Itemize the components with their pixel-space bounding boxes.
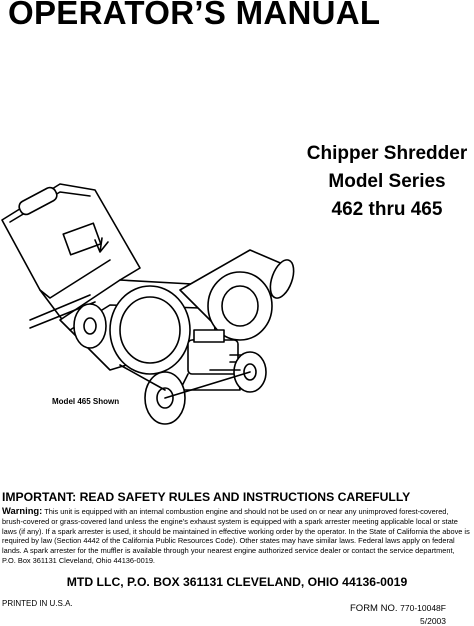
model-series-label: Model Series	[328, 171, 446, 192]
product-heading: Chipper Shredder Model Series 462 thru 4…	[300, 140, 474, 224]
warning-paragraph: Warning: This unit is equipped with an i…	[2, 506, 470, 566]
publication-date: 5/2003	[420, 616, 446, 626]
model-range: 462 thru 465	[331, 199, 443, 220]
form-number-label: FORM NO.	[350, 603, 398, 614]
manual-title: OPERATOR’S MANUAL	[8, 0, 381, 31]
company-address: MTD LLC, P.O. BOX 361131 CLEVELAND, OHIO…	[66, 575, 408, 589]
printed-in-label: PRINTED IN U.S.A.	[2, 599, 73, 608]
form-number-value: 770-10048F	[400, 603, 446, 613]
illustration-caption: Model 465 Shown	[52, 397, 120, 406]
safety-heading: IMPORTANT: READ SAFETY RULES AND INSTRUC…	[2, 490, 411, 504]
warning-text: This unit is equipped with an internal c…	[2, 507, 470, 565]
chipper-shredder-illustration	[1, 183, 295, 425]
warning-label: Warning:	[2, 505, 43, 516]
form-number: FORM NO. 770-10048F	[350, 603, 446, 614]
product-name: Chipper Shredder	[306, 143, 468, 164]
